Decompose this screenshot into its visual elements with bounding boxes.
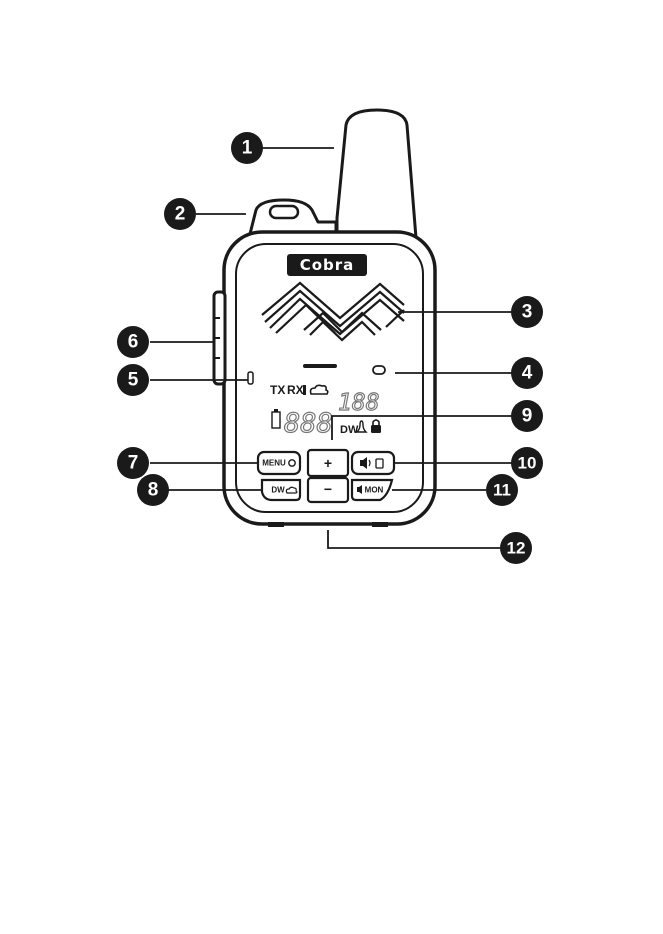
svg-text:11: 11	[493, 481, 511, 500]
lcd-dw: DW	[340, 424, 359, 436]
antenna	[337, 110, 416, 238]
callout-3: 3	[511, 296, 543, 328]
callout-10: 10	[511, 447, 543, 479]
plus-button-label: +	[324, 455, 332, 471]
svg-text:1: 1	[242, 138, 253, 159]
svg-text:9: 9	[522, 406, 533, 427]
svg-text:4: 4	[522, 363, 533, 384]
mon-button-label: MON	[365, 486, 384, 495]
charge-jack	[248, 372, 253, 384]
callout-9: 9	[511, 400, 543, 432]
lanyard-hole	[270, 206, 298, 218]
lcd-digits-small: 188	[338, 390, 380, 416]
lcd-battery-icon	[272, 412, 280, 428]
volume-lock-button	[352, 452, 394, 474]
mic-led	[373, 366, 385, 374]
dw-button-label: DW	[271, 486, 285, 495]
svg-text:5: 5	[128, 370, 139, 391]
svg-text:10: 10	[518, 454, 537, 473]
callout-2: 2	[164, 198, 196, 230]
callout-12: 12	[500, 532, 532, 564]
minus-button-label: −	[324, 481, 332, 497]
speaker-slot	[303, 364, 337, 368]
callout-8: 8	[137, 474, 169, 506]
callout-7: 7	[117, 447, 149, 479]
svg-text:2: 2	[175, 204, 186, 225]
callout-5: 5	[117, 364, 149, 396]
lcd-rx: RX	[287, 383, 304, 397]
lcd-battery-tip	[274, 409, 278, 412]
callout-11: 11	[486, 474, 518, 506]
bottom-foot-left	[268, 522, 284, 527]
lcd-tx: TX	[270, 383, 285, 397]
callout-4: 4	[511, 357, 543, 389]
lcd-signal-bar	[303, 385, 306, 395]
svg-text:8: 8	[148, 480, 159, 501]
lcd-digits-large: 888	[284, 408, 333, 439]
svg-text:12: 12	[507, 539, 526, 558]
callout-6: 6	[117, 326, 149, 358]
keylock-icon	[376, 459, 383, 468]
menu-button-label: MENU	[262, 459, 286, 468]
callout-1: 1	[231, 132, 263, 164]
bottom-foot-right	[372, 522, 388, 527]
svg-text:6: 6	[128, 332, 139, 353]
brand-logo: Cobra	[300, 256, 355, 274]
lcd-lock-icon	[371, 425, 381, 433]
svg-text:3: 3	[522, 302, 533, 323]
svg-text:7: 7	[128, 453, 139, 474]
